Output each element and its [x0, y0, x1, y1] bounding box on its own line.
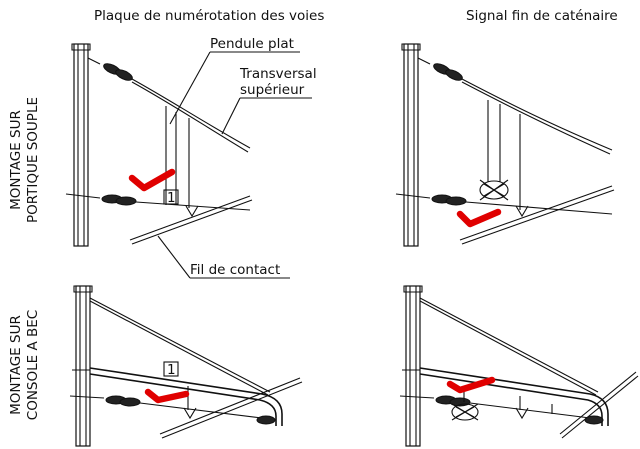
header-right: Signal fin de caténaire — [466, 8, 618, 24]
pole — [73, 43, 89, 247]
check-mark — [446, 376, 496, 394]
panel-bottom-right — [399, 285, 639, 447]
header-left: Plaque de numérotation des voies — [94, 8, 324, 24]
panel-bottom-left: 1 — [69, 285, 303, 447]
end-catenary-signal — [451, 392, 479, 421]
pole — [405, 285, 421, 447]
insulator-end — [256, 415, 276, 425]
row-label-top-line2: PORTIQUE SOUPLE — [25, 97, 41, 223]
row-label-top-line1: MONTAGE SUR — [8, 110, 24, 210]
track-number-plate — [163, 189, 179, 205]
row-label-top: MONTAGE SUR PORTIQUE SOUPLE — [8, 97, 41, 223]
insulator-lower — [431, 194, 467, 206]
insulator-lower — [101, 194, 137, 206]
track-number-plate — [163, 361, 179, 377]
pole — [75, 285, 91, 447]
callout-fil-contact: Fil de contact — [190, 262, 280, 278]
row-label-bottom-line2: CONSOLE A BEC — [25, 310, 41, 420]
callouts-top-left: Pendule plat Transversal supérieur Fil d… — [157, 36, 317, 279]
panel-top-right — [395, 43, 615, 247]
track-number: 1 — [167, 190, 176, 206]
callout-pendule: Pendule plat — [210, 36, 294, 52]
check-mark — [144, 388, 190, 404]
insulator-upper — [103, 63, 133, 81]
end-catenary-signal — [479, 179, 509, 201]
track-number: 1 — [167, 362, 176, 378]
panel-top-left: 1 — [65, 43, 253, 247]
pole — [403, 43, 419, 247]
insulator-end — [584, 415, 604, 425]
check-mark — [456, 208, 502, 228]
row-label-bottom-line1: MONTAGE SUR — [8, 315, 24, 415]
callout-transversal-1: Transversal — [239, 66, 317, 82]
check-mark — [128, 168, 176, 192]
insulator-upper — [433, 63, 463, 81]
insulator-lower — [105, 395, 141, 407]
callout-transversal-2: supérieur — [240, 82, 305, 98]
row-label-bottom: MONTAGE SUR CONSOLE A BEC — [8, 310, 41, 420]
